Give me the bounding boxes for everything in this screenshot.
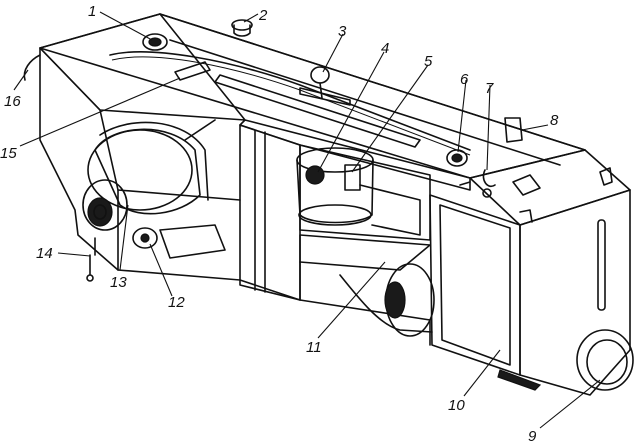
callout-10: 10 (448, 397, 465, 414)
callout-3: 3 (338, 23, 347, 40)
callout-15: 15 (0, 145, 17, 162)
lower-left-parts (86, 224, 226, 282)
right-box (429, 149, 634, 396)
callout-7: 7 (485, 80, 494, 97)
callout-6: 6 (460, 71, 469, 88)
callout-8: 8 (550, 112, 559, 129)
callout-1: 1 (88, 3, 96, 20)
top-fittings (23, 19, 523, 198)
callout-4: 4 (381, 40, 389, 57)
callout-5: 5 (424, 53, 433, 70)
leader-lines (13, 11, 601, 429)
callout-12: 12 (168, 294, 185, 311)
lower-tray (299, 234, 435, 337)
callout-9: 9 (528, 428, 537, 441)
callout-13: 13 (110, 274, 127, 291)
callout-11: 11 (306, 339, 322, 356)
callout-2: 2 (258, 7, 268, 24)
callout-14: 14 (36, 245, 53, 262)
central-cylinder (296, 147, 421, 236)
callout-16: 16 (4, 93, 21, 110)
callout-labels: 1 2 3 4 5 6 7 8 9 10 11 12 13 14 15 16 (0, 3, 559, 441)
motor-fan-assembly (82, 119, 216, 231)
